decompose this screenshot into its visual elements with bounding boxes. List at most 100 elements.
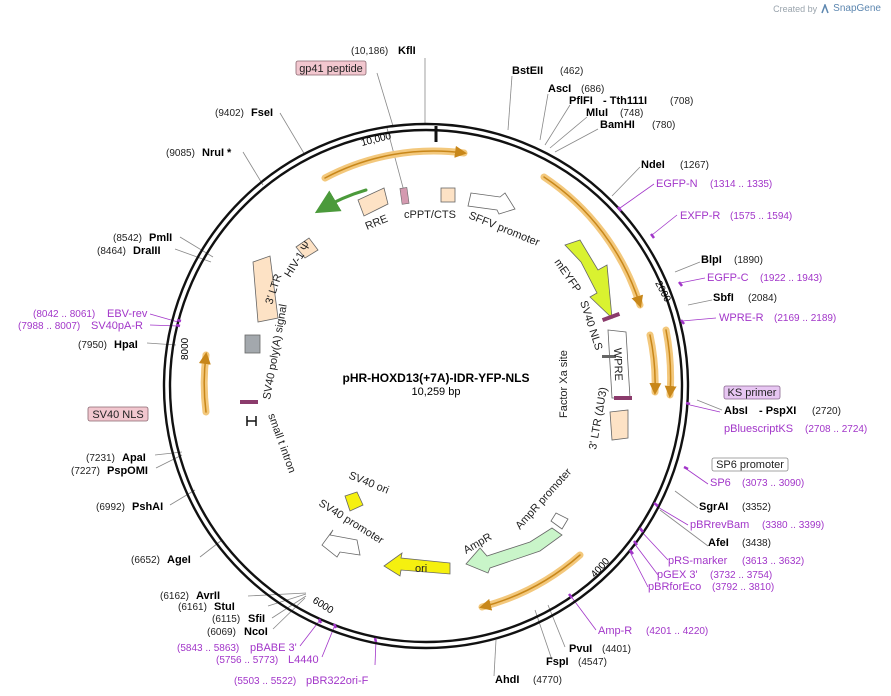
site-coord-kfli: (10,186) [351, 46, 388, 57]
boxed-labels: gp41 peptide KS primer SP6 promoter SV40… [87, 60, 789, 472]
site-tth111i[interactable]: - Tth111I [603, 95, 647, 107]
site-fspi[interactable]: FspI [546, 656, 569, 668]
site-absi[interactable]: AbsI [724, 405, 748, 417]
primer-coord-pbr322ori-f: (5503 .. 5522) [234, 676, 296, 687]
label-gp41: gp41 peptide [299, 63, 363, 75]
primer-egfp-n[interactable]: EGFP-N [656, 178, 698, 190]
primer-amp-r[interactable]: Amp-R [598, 625, 632, 637]
primer-prs-marker[interactable]: pRS-marker [668, 555, 728, 567]
site-pflfi[interactable]: PflFI [569, 95, 593, 107]
primer-coord-ebv-rev: (8042 .. 8061) [33, 309, 95, 320]
feature-label-meyfp: mEYFP [552, 257, 584, 295]
snapgene-credit: Created by SnapGene [773, 3, 881, 14]
feature-nls-marker [601, 312, 621, 322]
primer-pbrrevbam[interactable]: pBRrevBam [690, 519, 749, 531]
site-pshai[interactable]: PshAI [132, 501, 163, 513]
primer-pbr322ori-f[interactable]: pBR322ori-F [306, 675, 369, 687]
site-hpai[interactable]: HpaI [114, 339, 138, 351]
tick-6000: 6000 [310, 595, 335, 616]
primer-coord-pbrrevbam: (3380 .. 3399) [762, 520, 824, 531]
site-ndei[interactable]: NdeI [641, 159, 665, 171]
primer-wpre-r[interactable]: WPRE-R [719, 312, 764, 324]
feature-sv40-ori-box [344, 491, 364, 512]
primer-markers [175, 206, 691, 643]
site-bsteii[interactable]: BstEII [512, 65, 543, 77]
site-sbfi[interactable]: SbfI [713, 292, 734, 304]
orf-arc-wpre [664, 329, 677, 398]
site-stui[interactable]: StuI [214, 601, 235, 613]
feature-sffv-small-box [440, 187, 456, 203]
primer-ebv-rev[interactable]: EBV-rev [107, 308, 148, 320]
site-coord-agei: (6652) [131, 555, 160, 566]
primer-sp6[interactable]: SP6 [710, 477, 731, 489]
feature-cpptcts-box [399, 187, 410, 205]
primer-coord-pbrforeco: (3792 .. 3810) [712, 582, 774, 593]
feature-sv40nls-marker [240, 400, 258, 404]
snapgene-logo-icon [821, 3, 829, 13]
plasmid-name: pHR-HOXD13(+7A)-IDR-YFP-NLS [342, 371, 529, 385]
primer-coord-l4440: (5756 .. 5773) [216, 655, 278, 666]
site-afei[interactable]: AfeI [708, 537, 729, 549]
site-bamhi[interactable]: BamHI [600, 119, 635, 131]
site-fsei[interactable]: FseI [251, 107, 273, 119]
site-pvui[interactable]: PvuI [569, 643, 592, 655]
primer-l4440[interactable]: L4440 [288, 654, 319, 666]
site-coord-avrii: (6162) [160, 591, 189, 602]
primer-pbabe3[interactable]: pBABE 3' [250, 642, 297, 654]
primer-pbrforeco[interactable]: pBRforEco [648, 581, 701, 593]
orf-arcs [198, 145, 677, 611]
site-agei[interactable]: AgeI [167, 554, 191, 566]
site-coord-bamhi: (780) [652, 120, 675, 131]
primer-exfp-r[interactable]: EXFP-R [680, 210, 720, 222]
site-coord-sgrai: (3352) [742, 502, 771, 513]
site-asci[interactable]: AscI [548, 83, 571, 95]
site-ncoi[interactable]: NcoI [244, 626, 268, 638]
site-coord-fsei: (9402) [215, 108, 244, 119]
feature-label-cppt: cPPT/CTS [404, 209, 456, 221]
site-draiii[interactable]: DraIII [133, 245, 161, 257]
feature-factor-xa-marker [602, 355, 616, 358]
site-apai[interactable]: ApaI [122, 452, 146, 464]
site-sfii[interactable]: SfiI [248, 613, 265, 625]
site-pmli[interactable]: PmlI [149, 232, 172, 244]
primer-coord-sp6: (3073 .. 3090) [742, 478, 804, 489]
site-coord-sfii: (6115) [212, 614, 240, 625]
site-coord-sbfi: (2084) [748, 293, 777, 304]
primer-coord-amp-r: (4201 .. 4220) [646, 626, 708, 637]
feature-label-factorxa: Factor Xa site [558, 350, 570, 418]
orf-arc-nls [649, 334, 662, 395]
primer-coord-egfp-n: (1314 .. 1335) [710, 179, 772, 190]
feature-ampr-arrow [465, 527, 563, 574]
site-kfli[interactable]: KflI [398, 45, 416, 57]
site-ahdi[interactable]: AhdI [495, 674, 519, 686]
site-nrui[interactable]: NruI * [202, 147, 232, 159]
primer-coord-pbluescriptks: (2708 .. 2724) [805, 424, 867, 435]
feature-sffv-promoter-arrow [467, 192, 516, 215]
site-coord-ncoi: (6069) [207, 627, 236, 638]
site-coord-apai: (7231) [86, 453, 115, 464]
primer-leader-lines [149, 183, 721, 666]
primer-egfp-c[interactable]: EGFP-C [707, 272, 749, 284]
feature-3ltr-left-box [252, 255, 279, 323]
site-coord-mlui: (748) [620, 108, 643, 119]
feature-ampr-promoter-box [550, 512, 569, 530]
site-coord-pspomi: (7227) [71, 466, 100, 477]
site-coord-draiii: (8464) [97, 246, 126, 257]
primer-coord-pgex3: (3732 .. 3754) [710, 570, 772, 581]
site-pspxi[interactable]: - PspXI [759, 405, 796, 417]
site-avrii[interactable]: AvrII [196, 590, 220, 602]
site-mlui[interactable]: MluI [586, 107, 608, 119]
site-blpi[interactable]: BlpI [701, 254, 722, 266]
primer-pgex3[interactable]: pGEX 3' [657, 569, 698, 581]
plasmid-length: 10,259 bp [412, 386, 461, 398]
primer-sv40pa-r[interactable]: SV40pA-R [91, 320, 143, 332]
feature-label-small-t: small t intron [265, 412, 298, 475]
site-pspomi[interactable]: PspOMI [107, 465, 148, 477]
label-box-gp41 [295, 60, 367, 76]
label-box-ks-primer [723, 385, 781, 400]
orf-arc-egfp [543, 176, 644, 308]
site-sgrai[interactable]: SgrAI [699, 501, 728, 513]
primer-pbluescriptks[interactable]: pBluescriptKS [724, 423, 793, 435]
